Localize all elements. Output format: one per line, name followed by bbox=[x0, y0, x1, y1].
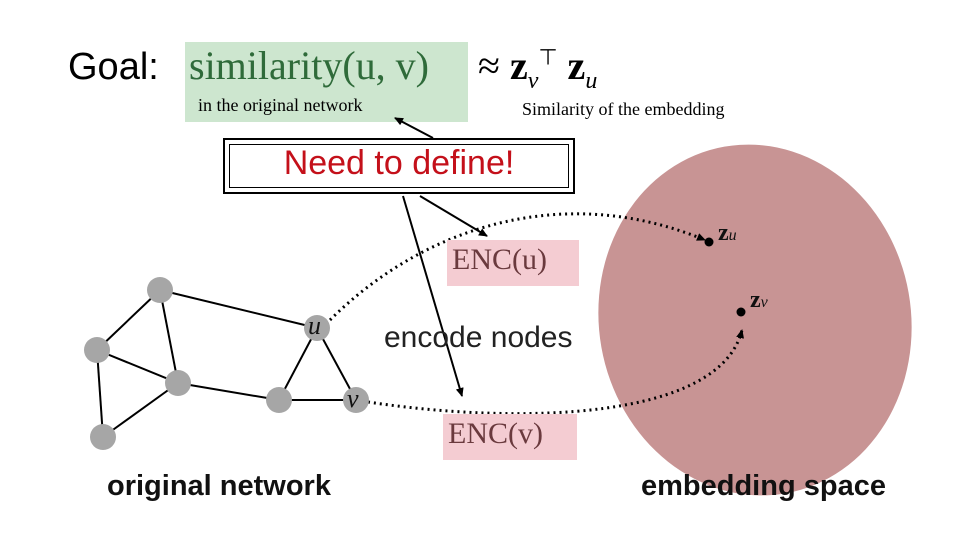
edge bbox=[102, 382, 179, 438]
edge bbox=[159, 289, 179, 384]
zv-label-base: z bbox=[750, 287, 761, 313]
graph-node bbox=[84, 337, 110, 363]
callout-box bbox=[223, 138, 575, 194]
graph-node-u bbox=[304, 315, 330, 341]
edge bbox=[96, 349, 104, 438]
edge bbox=[96, 349, 179, 384]
similarity-highlight bbox=[185, 42, 468, 122]
zu-label-sub: u bbox=[728, 227, 737, 244]
embedding-space bbox=[598, 144, 912, 496]
embedding-similarity-note: Similarity of the embedding bbox=[522, 99, 725, 119]
edge bbox=[96, 289, 161, 351]
approx-symbol: ≈ bbox=[478, 43, 500, 88]
zv-sub: v bbox=[527, 68, 539, 94]
edge bbox=[278, 327, 318, 401]
graph-node-v bbox=[343, 387, 369, 413]
zv-label-sub: v bbox=[760, 294, 768, 311]
edge bbox=[177, 382, 280, 401]
zu-base: z bbox=[567, 43, 586, 88]
enc-u-label: ENC(u) bbox=[452, 243, 547, 276]
enc-v-highlight bbox=[443, 414, 577, 460]
mapping-curve-v bbox=[367, 329, 744, 416]
zv-base: z bbox=[509, 43, 528, 88]
zv-label: zv bbox=[750, 287, 768, 314]
zu-label: zu bbox=[718, 220, 737, 247]
embedding-space-caption: embedding space bbox=[641, 470, 886, 502]
graph-node bbox=[266, 387, 292, 413]
graph-nodes bbox=[84, 277, 369, 450]
graph-node bbox=[147, 277, 173, 303]
callout-text: Need to define! bbox=[283, 144, 515, 182]
callout-pointer-similarity bbox=[394, 117, 434, 139]
edge bbox=[159, 289, 318, 329]
graph-node bbox=[165, 370, 191, 396]
callout-inner-border bbox=[229, 144, 569, 188]
similarity-expression: similarity(u, v) bbox=[189, 43, 429, 88]
zu-label-base: z bbox=[718, 220, 729, 246]
node-v-label: v bbox=[347, 384, 359, 413]
graph-edges bbox=[96, 289, 357, 438]
embedding-similarity-expression: ≈ zv⊤ zu bbox=[478, 42, 597, 95]
encode-nodes-label: encode nodes bbox=[384, 321, 573, 354]
callout-pointer-enc-u bbox=[419, 195, 488, 237]
embedding-point-u bbox=[704, 237, 714, 247]
edge bbox=[316, 327, 357, 401]
transpose-symbol: ⊤ bbox=[538, 45, 558, 71]
enc-u-highlight bbox=[447, 240, 579, 286]
goal-label: Goal: bbox=[68, 46, 159, 88]
enc-v-label: ENC(v) bbox=[448, 417, 543, 450]
original-network-caption: original network bbox=[107, 470, 331, 502]
callout-pointer-enc-v bbox=[402, 195, 464, 397]
graph-node bbox=[90, 424, 116, 450]
zu-sub: u bbox=[585, 68, 598, 94]
node-u-label: u bbox=[308, 311, 321, 340]
similarity-note: in the original network bbox=[198, 95, 363, 115]
embedding-point-v bbox=[736, 307, 746, 317]
